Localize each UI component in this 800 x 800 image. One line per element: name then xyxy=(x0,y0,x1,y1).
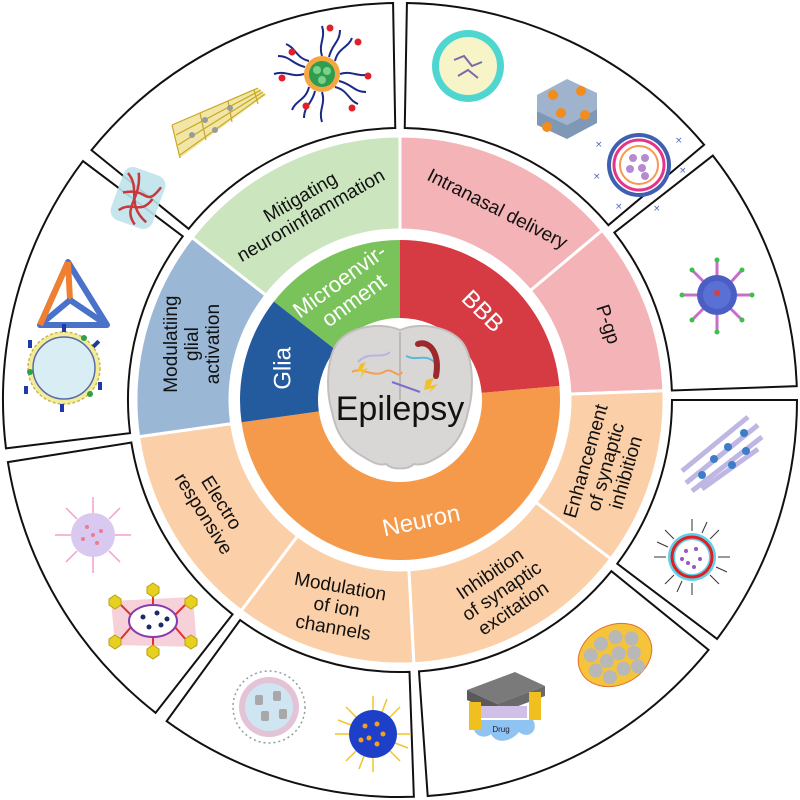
polymer-coated-nanoparticle-icon xyxy=(232,670,306,744)
star-polymer-micelle-icon xyxy=(273,24,372,123)
middle-segment-modulating-glial-activation[interactable]: Modulatiingglialactivation xyxy=(134,235,269,439)
outer-segment-inhibition-enhancing-carriers[interactable] xyxy=(615,399,799,641)
inner-segment-shape xyxy=(273,240,400,350)
multilayer-liposome-icon: × × × × × × xyxy=(593,133,687,214)
drug-label: Drug xyxy=(492,725,509,734)
svg-text:×: × xyxy=(593,172,601,182)
dendritic-nanoparticle-icon xyxy=(679,257,755,335)
inner-segment-neuron[interactable]: Neuron xyxy=(241,386,561,561)
inner-segment-microenvironment[interactable]: Microenvir-onment xyxy=(273,239,405,350)
label-line: Modulatiing xyxy=(161,296,182,393)
fiber-capsule-icon xyxy=(110,166,166,230)
nanofiber-scaffold-icon xyxy=(680,415,764,493)
middle-segment-electro-responsive[interactable]: Electroresponsive xyxy=(136,421,300,613)
middle-segment-label: Modulatiingglialactivation xyxy=(161,296,224,393)
inner-segment-glia[interactable]: Glia xyxy=(240,301,336,423)
svg-text:×: × xyxy=(653,204,661,214)
svg-text:×: × xyxy=(595,140,603,150)
outer-segment-pgp-nanocarriers[interactable] xyxy=(612,154,798,392)
outer-ring-illustrations: × × × × × × xyxy=(24,24,764,772)
micelle-nanoparticle-icon xyxy=(335,696,411,772)
brain-section-icon xyxy=(327,325,473,470)
label-line: Glia xyxy=(270,346,297,389)
svg-text:×: × xyxy=(615,202,623,212)
vesicle-icon xyxy=(24,324,102,412)
layered-nanosheet-icon xyxy=(537,79,597,139)
middle-segment-intranasal-delivery[interactable]: Intranasal delivery xyxy=(398,134,605,293)
label-line: glial xyxy=(182,327,203,361)
hydrogel-network-icon xyxy=(108,582,198,660)
label-line: activation xyxy=(203,304,224,384)
center-hub[interactable]: Epilepsy xyxy=(324,324,476,476)
middle-segment-enhancement-synaptic-inhibition[interactable]: Enhancementof synapticinhibition xyxy=(533,389,666,561)
middle-segment-shape xyxy=(189,134,402,298)
liposome-icon xyxy=(654,519,730,595)
inner-segment-shape xyxy=(241,386,561,561)
cyclodextrin-nanoparticle-icon xyxy=(432,30,504,102)
middle-segment-mitigating-neuroinflammation[interactable]: Mitigatingneuroninflammation xyxy=(189,134,402,298)
inner-segment-label: Glia xyxy=(270,346,297,389)
inner-segment-shape xyxy=(400,240,560,393)
pink-micelle-icon xyxy=(55,497,131,573)
inner-segment-bbb[interactable]: BBB xyxy=(400,240,560,393)
inner-segment-shape xyxy=(240,301,336,423)
drug-release-device-icon: Drug xyxy=(467,672,545,741)
center-label: Epilepsy xyxy=(336,390,465,428)
dna-tetrahedron-icon xyxy=(37,259,110,328)
svg-text:×: × xyxy=(675,136,683,146)
mesoporous-particle-icon xyxy=(577,622,653,688)
svg-text:×: × xyxy=(679,166,687,176)
2d-lattice-icon xyxy=(171,87,266,159)
middle-segment-modulation-ion-channels[interactable]: Modulationof ionchannels xyxy=(239,533,416,666)
